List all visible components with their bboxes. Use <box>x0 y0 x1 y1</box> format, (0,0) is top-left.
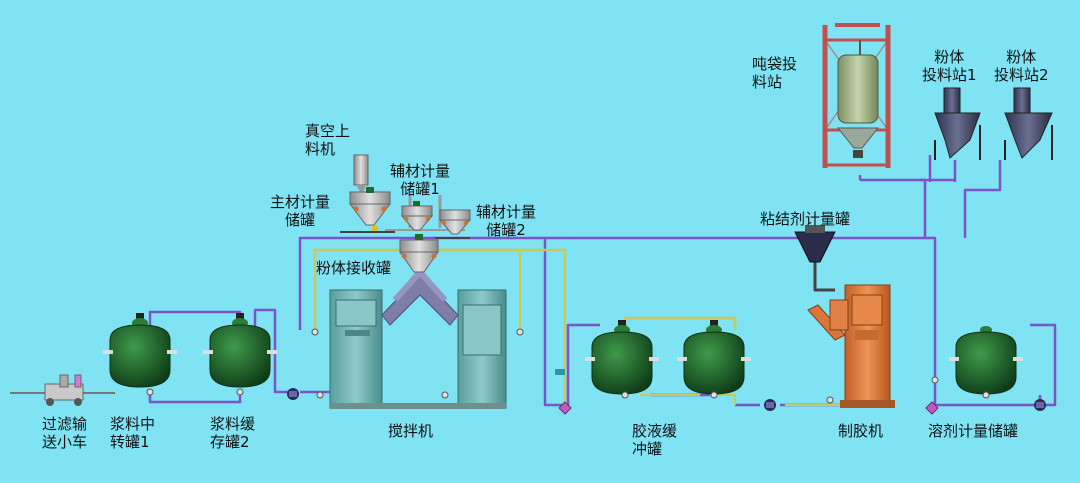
powder-feeding-station-1[interactable] <box>934 87 981 160</box>
label-slurry-tank-2: 浆料缓 存罐2 <box>210 415 255 451</box>
label-aux-tank-2: 辅材计量 储罐2 <box>476 203 536 239</box>
powder-receiver-tank[interactable] <box>399 234 439 273</box>
label-ton-bag: 吨袋投 料站 <box>752 55 797 91</box>
pump-icon[interactable] <box>287 388 299 400</box>
label-filter-cart: 过滤输 送小车 <box>42 415 87 451</box>
aux-metering-hopper-1[interactable] <box>400 201 434 231</box>
label-glue-buffer-line2: 冲罐 <box>632 440 663 458</box>
label-slurry-tank-1: 浆料中 转罐1 <box>110 415 155 451</box>
mixer[interactable] <box>329 267 507 409</box>
label-vacuum-loader-line2: 料机 <box>305 140 336 158</box>
label-main-tank-line1: 主材计量 <box>270 193 331 211</box>
ton-bag-feeding-station[interactable] <box>822 23 891 168</box>
label-powder-station-1: 粉体 投料站1 <box>922 48 977 84</box>
label-aux-tank-2-line1: 辅材计量 <box>476 203 537 221</box>
label-powder-receiver: 粉体接收罐 <box>316 259 392 277</box>
label-slurry-tank-2-line1: 浆料缓 <box>210 415 256 433</box>
glue-buffer-tank-a[interactable] <box>585 320 659 395</box>
label-aux-tank-2-line2: 储罐2 <box>486 221 526 239</box>
label-binder-tank: 粘结剂计量罐 <box>760 210 851 228</box>
label-main-tank-line2: 储罐 <box>285 211 316 229</box>
label-ton-bag-line1: 吨袋投 <box>752 55 798 73</box>
pump-icon[interactable] <box>1034 399 1046 411</box>
label-main-tank: 主材计量 储罐 <box>270 193 330 229</box>
label-mixer: 搅拌机 <box>388 422 434 440</box>
glue-buffer-tank-b[interactable] <box>677 320 751 395</box>
label-powder-station-2-line1: 粉体 <box>1006 48 1037 66</box>
label-powder-station-1-line1: 粉体 <box>934 48 965 66</box>
pump-icon[interactable] <box>764 399 776 411</box>
binder-metering-tank[interactable] <box>794 225 836 263</box>
slurry-buffer-tank-2[interactable] <box>203 313 277 388</box>
filter-cart[interactable] <box>44 374 84 406</box>
solvent-metering-tank[interactable] <box>949 326 1023 395</box>
vacuum-loader[interactable] <box>353 154 369 195</box>
label-ton-bag-line2: 料站 <box>752 73 783 91</box>
label-slurry-tank-1-line1: 浆料中 <box>110 415 156 433</box>
aux-metering-hopper-2[interactable] <box>435 209 472 239</box>
label-aux-tank-1-line1: 辅材计量 <box>390 162 451 180</box>
label-slurry-tank-2-line2: 存罐2 <box>210 433 250 451</box>
label-vacuum-loader-line1: 真空上 <box>305 122 351 140</box>
label-powder-station-1-line2: 投料站1 <box>922 66 977 84</box>
label-powder-station-2-line2: 投料站2 <box>994 66 1049 84</box>
label-slurry-tank-1-line2: 转罐1 <box>110 433 150 451</box>
label-aux-tank-1-line2: 储罐1 <box>400 180 440 198</box>
label-glue-machine: 制胶机 <box>838 422 884 440</box>
valve-icon[interactable] <box>146 328 990 415</box>
label-aux-tank-1: 辅材计量 储罐1 <box>390 162 450 198</box>
label-solvent-tank: 溶剂计量储罐 <box>928 422 1019 440</box>
label-filter-cart-line2: 送小车 <box>42 433 88 451</box>
powder-feeding-station-2[interactable] <box>1004 87 1053 160</box>
label-vacuum-loader: 真空上 料机 <box>305 122 350 158</box>
main-metering-hopper[interactable] <box>340 187 395 233</box>
label-glue-buffer: 胶液缓 冲罐 <box>632 422 677 458</box>
glue-making-machine[interactable] <box>807 284 895 408</box>
slurry-transfer-tank-1[interactable] <box>103 313 177 388</box>
label-filter-cart-line1: 过滤输 <box>42 415 88 433</box>
label-glue-buffer-line1: 胶液缓 <box>632 422 678 440</box>
label-powder-station-2: 粉体 投料站2 <box>994 48 1049 84</box>
